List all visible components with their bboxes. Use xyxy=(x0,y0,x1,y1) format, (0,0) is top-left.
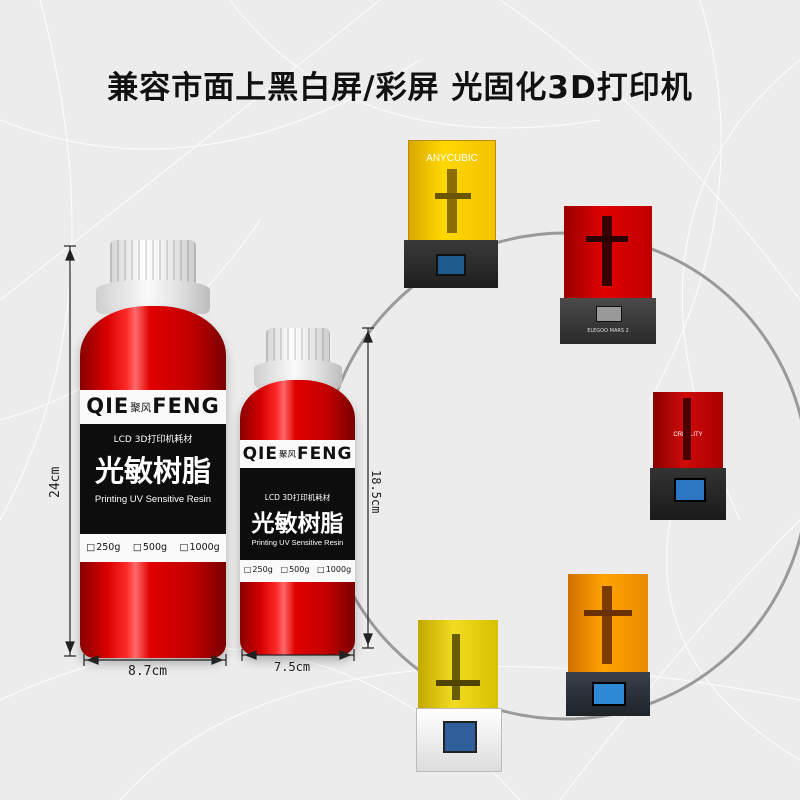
printer-base xyxy=(566,672,650,716)
bottle-cap xyxy=(110,240,196,284)
product-name-cn: 光敏树脂 xyxy=(251,511,344,537)
printer-platform xyxy=(436,680,480,686)
printer-platform xyxy=(586,236,628,242)
product-subtitle: LCD 3D打印机耗材 xyxy=(264,493,331,502)
product-name-cn: 光敏树脂 xyxy=(94,454,211,488)
size-option: 250g xyxy=(244,565,272,574)
dim-large-height: 24cm xyxy=(48,466,63,498)
resin-bottle-large: QIE聚风FENG LCD 3D打印机耗材 光敏树脂 Printing UV S… xyxy=(80,240,226,658)
printer-screen xyxy=(443,721,477,753)
printer-build-plate xyxy=(602,216,612,286)
printer-elegoo: ELEGOO MARS 2 xyxy=(560,206,656,344)
printer-screen xyxy=(674,478,706,502)
printer-hood xyxy=(418,620,498,708)
printer-creality: CREALITY xyxy=(650,392,726,520)
size-option: 500g xyxy=(281,565,309,574)
bottle-label-top: QIE聚风FENG xyxy=(80,390,226,424)
printer-base xyxy=(650,468,726,520)
size-option: 1000g xyxy=(317,565,351,574)
size-option: 500g xyxy=(133,542,167,553)
product-name-en: Printing UV Sensitive Resin xyxy=(251,538,344,547)
printer-screen xyxy=(592,682,626,706)
printer-hood: CREALITY xyxy=(653,392,723,468)
printer-platform xyxy=(584,610,632,616)
printer-build-plate xyxy=(447,169,457,233)
printer-hood xyxy=(568,574,648,672)
printer-brand: ELEGOO MARS 2 xyxy=(587,328,629,334)
bottle-label-sizes: 250g 500g 1000g xyxy=(80,534,226,562)
printer-orange xyxy=(566,574,650,716)
size-option: 1000g xyxy=(180,542,220,553)
bottle-label-top: QIE聚风FENG xyxy=(240,440,355,468)
printer-platform xyxy=(435,193,471,199)
size-options: 250g 500g 1000g xyxy=(80,542,226,553)
brand-logo: QIE聚风FENG xyxy=(86,394,220,418)
dim-small-height: 18.5cm xyxy=(369,470,383,514)
bottle-label-main: LCD 3D打印机耗材 光敏树脂 Printing UV Sensitive R… xyxy=(240,468,355,560)
bottle-label-main: LCD 3D打印机耗材 光敏树脂 Printing UV Sensitive R… xyxy=(80,424,226,534)
dim-small-width: 7.5cm xyxy=(274,660,311,674)
product-subtitle: LCD 3D打印机耗材 xyxy=(113,435,193,445)
printer-anycubic: ANYCUBIC xyxy=(404,140,498,288)
printer-build-plate xyxy=(683,398,691,460)
printer-build-plate xyxy=(602,586,612,664)
dim-large-width: 8.7cm xyxy=(128,664,168,679)
printer-base xyxy=(404,240,498,288)
printer-hood xyxy=(564,206,652,298)
printer-build-plate xyxy=(452,634,460,700)
printer-brand: ANYCUBIC xyxy=(426,153,478,164)
printer-base xyxy=(416,708,502,772)
bottle-cap xyxy=(266,328,330,364)
brand-logo: QIE聚风FENG xyxy=(242,444,353,464)
size-options: 250g 500g 1000g xyxy=(240,565,355,574)
resin-bottle-small: QIE聚风FENG LCD 3D打印机耗材 光敏树脂 Printing UV S… xyxy=(240,328,355,655)
product-name-en: Printing UV Sensitive Resin xyxy=(94,494,212,505)
bottle-label-sizes: 250g 500g 1000g xyxy=(240,560,355,582)
printer-base: ELEGOO MARS 2 xyxy=(560,298,656,344)
page-title: 兼容市面上黑白屏/彩屏 光固化3D打印机 xyxy=(107,70,693,106)
printer-yellow-white xyxy=(416,620,502,772)
printer-screen xyxy=(596,306,622,322)
printer-screen xyxy=(436,254,466,276)
size-option: 250g xyxy=(86,542,120,553)
printer-hood: ANYCUBIC xyxy=(408,140,496,242)
